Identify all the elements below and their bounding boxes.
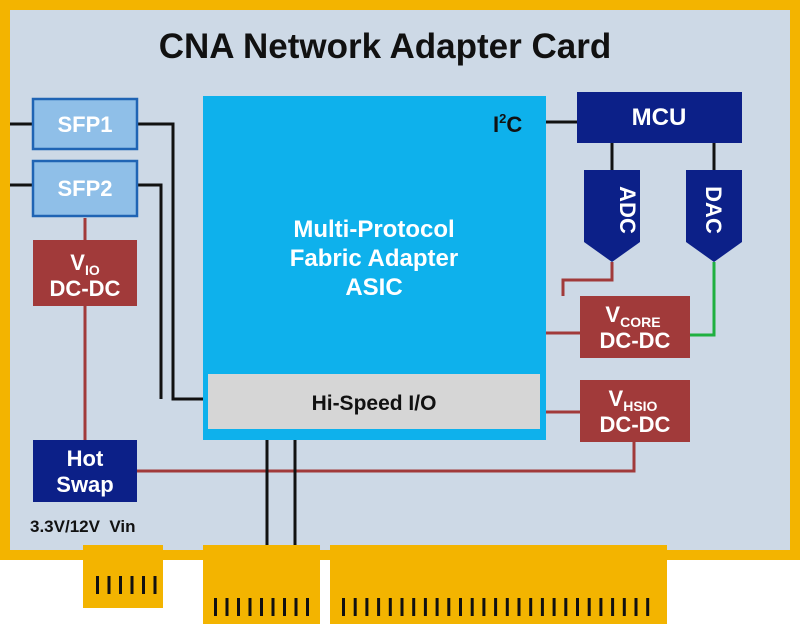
edge-connector bbox=[83, 545, 667, 624]
connector-pin bbox=[353, 598, 357, 616]
connector-tab-small bbox=[83, 545, 163, 608]
connector-pin bbox=[248, 598, 252, 616]
connector-pin bbox=[365, 598, 369, 616]
connector-pin bbox=[552, 598, 556, 616]
connector-pin bbox=[482, 598, 486, 616]
hot-swap-label-2: Swap bbox=[56, 472, 113, 497]
wires bbox=[10, 120, 716, 545]
connector-pin bbox=[494, 598, 498, 616]
connector-pin bbox=[435, 598, 439, 616]
connector-pin bbox=[119, 576, 122, 594]
vhsio-label-2: DC-DC bbox=[600, 412, 671, 437]
connector-pin bbox=[260, 598, 263, 616]
connector-pin bbox=[646, 598, 650, 616]
connector-pin bbox=[306, 598, 309, 616]
connector-pin bbox=[130, 576, 134, 594]
wire-sfp1-hsio bbox=[137, 122, 207, 401]
connector-pin bbox=[576, 598, 579, 616]
vhsio-label: VHSIO bbox=[609, 386, 658, 414]
connector-pin bbox=[107, 576, 111, 594]
sfp1-label: SFP1 bbox=[57, 112, 112, 137]
wire-hotswap-vhsio bbox=[137, 442, 636, 473]
connector-pin bbox=[225, 598, 229, 616]
connector-tab-large bbox=[330, 545, 667, 624]
hsio-block bbox=[208, 374, 540, 429]
connector-pin bbox=[447, 598, 451, 616]
mcu-block bbox=[577, 92, 742, 143]
vcore-converter bbox=[580, 296, 690, 358]
vio-label-2: DC-DC bbox=[50, 276, 121, 301]
connector-pin bbox=[283, 598, 286, 616]
connector-pin bbox=[271, 598, 275, 616]
connector-pins bbox=[96, 576, 650, 616]
connector-pin bbox=[505, 598, 509, 616]
sfp2-block bbox=[31, 159, 139, 218]
connector-pin bbox=[622, 598, 626, 616]
hot-swap-label-1: Hot bbox=[67, 446, 104, 471]
mcu-label: MCU bbox=[632, 104, 687, 131]
asic-label-2: Fabric Adapter bbox=[290, 245, 458, 272]
hsio-label: Hi-Speed I/O bbox=[312, 392, 437, 415]
card-title: CNA Network Adapter Card bbox=[159, 27, 611, 66]
asic-label-3: ASIC bbox=[345, 274, 402, 301]
adc-block bbox=[584, 170, 640, 262]
connector-pin bbox=[96, 576, 99, 594]
connector-pin bbox=[529, 598, 533, 616]
connector-pin bbox=[388, 598, 392, 616]
connector-pin bbox=[153, 576, 157, 594]
connector-pin bbox=[459, 598, 462, 616]
connector-pin bbox=[294, 598, 298, 616]
vcore-label-2: DC-DC bbox=[600, 328, 671, 353]
wire-sfp2-hsio bbox=[137, 183, 163, 399]
dac-block bbox=[686, 170, 742, 262]
dac-label: DAC bbox=[701, 186, 726, 234]
connector-pin bbox=[214, 598, 217, 616]
vio-converter bbox=[33, 240, 137, 306]
sfp1-block bbox=[31, 97, 139, 151]
connector-pin bbox=[564, 598, 568, 616]
connector-pin bbox=[599, 598, 603, 616]
vcore-label: VCORE bbox=[605, 302, 660, 330]
connector-pin bbox=[412, 598, 416, 616]
connector-pin bbox=[634, 598, 638, 616]
connector-pin bbox=[540, 598, 544, 616]
connector-pin bbox=[587, 598, 591, 616]
connector-pin bbox=[470, 598, 474, 616]
connector-pin bbox=[237, 598, 240, 616]
connector-pin bbox=[342, 598, 345, 616]
wire-adc-vcore bbox=[561, 262, 614, 296]
vio-label: VIO bbox=[70, 250, 100, 278]
sfp2-label: SFP2 bbox=[57, 176, 112, 201]
connector-pin bbox=[517, 598, 521, 616]
adc-label: ADC bbox=[615, 186, 640, 234]
connector-pin bbox=[142, 576, 145, 594]
vhsio-converter bbox=[580, 380, 690, 442]
asic-label-1: Multi-Protocol bbox=[293, 216, 454, 243]
connector-pin bbox=[423, 598, 427, 616]
vin-label: 3.3V/12V Vin bbox=[30, 517, 136, 536]
connector-pin bbox=[377, 598, 381, 616]
wire-dac-vcore bbox=[690, 262, 716, 337]
i2c-label: I2C bbox=[493, 111, 522, 137]
connector-pin bbox=[400, 598, 404, 616]
connector-pin bbox=[611, 598, 615, 616]
hot-swap-block bbox=[33, 440, 137, 502]
